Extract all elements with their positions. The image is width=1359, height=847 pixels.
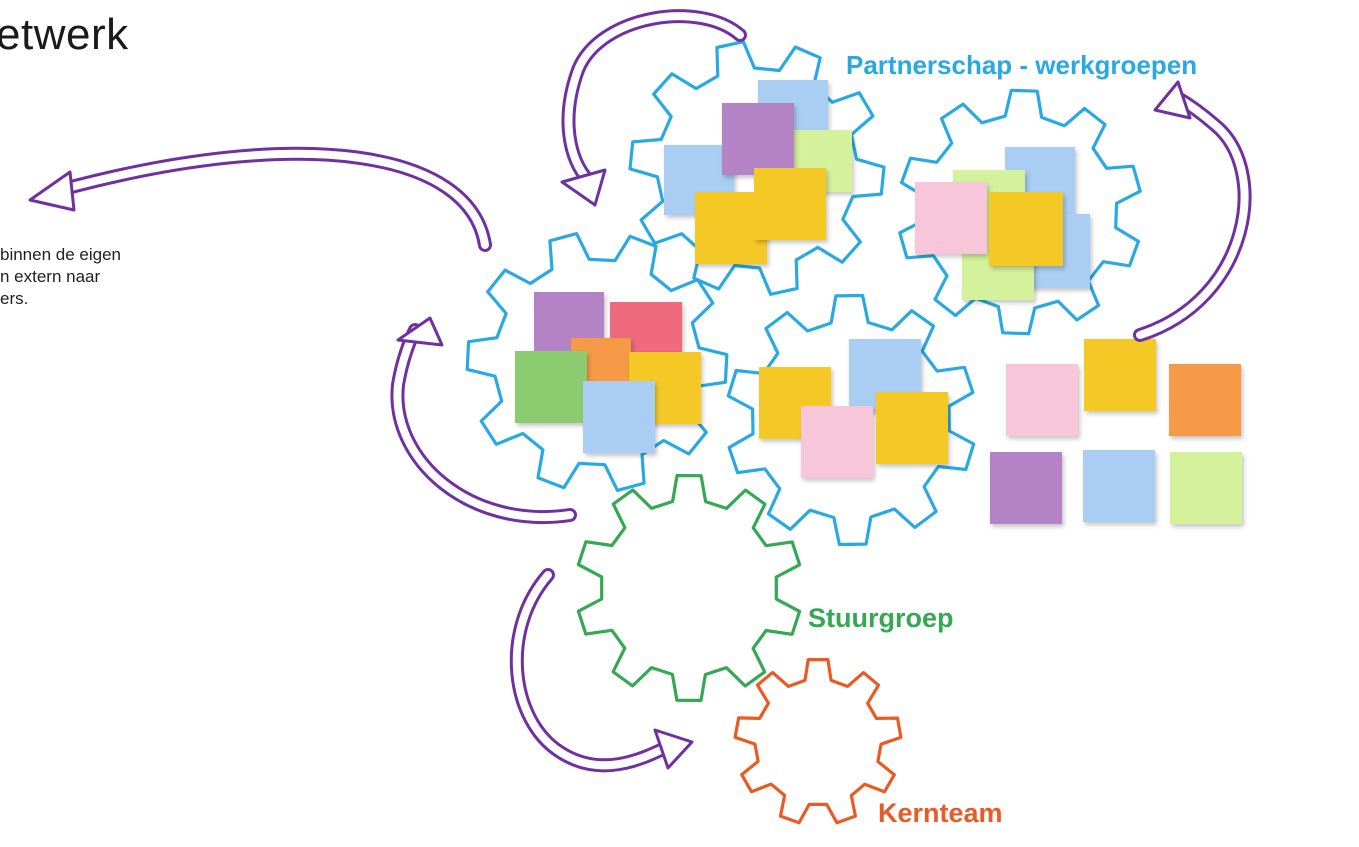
page-title: etwerk	[0, 10, 129, 59]
description-line-2: n extern naar	[0, 267, 101, 286]
arrow-bottom-loop	[509, 568, 694, 773]
label-partnerschap-werkgroepen: Partnerschap - werkgroepen	[846, 50, 1198, 80]
gear-kernteam	[733, 658, 903, 825]
arrow-top-loop	[560, 9, 747, 207]
description-text: binnen de eigen n extern naar ers.	[0, 244, 121, 310]
sticky-note-loose-3	[1169, 364, 1241, 436]
sticky-note-gear-right-6	[989, 192, 1063, 266]
sticky-note-gear-left-6	[583, 381, 655, 453]
description-line-1: binnen de eigen	[0, 245, 122, 264]
label-stuurgroep: Stuurgroep	[808, 603, 954, 633]
sticky-note-loose-2	[1084, 339, 1156, 411]
sticky-note-gear-right-5	[915, 182, 987, 254]
sticky-note-gear-top-6	[754, 168, 826, 240]
sticky-note-loose-4	[990, 452, 1062, 524]
sticky-note-loose-5	[1083, 450, 1155, 522]
sticky-note-gear-top-4	[722, 103, 794, 175]
gear-stuurgroep	[576, 474, 802, 702]
sticky-note-gear-center-4	[876, 392, 948, 464]
arrow-right-loop	[1133, 80, 1252, 342]
description-line-3: ers.	[0, 289, 29, 308]
sticky-note-gear-left-4	[515, 351, 587, 423]
sticky-note-loose-6	[1170, 452, 1242, 524]
sticky-note-loose-1	[1006, 364, 1078, 436]
sticky-note-gear-center-3	[801, 406, 873, 478]
arrow-left-loop	[390, 316, 577, 524]
arrow-external-left	[28, 146, 492, 252]
label-kernteam: Kernteam	[878, 798, 1003, 828]
